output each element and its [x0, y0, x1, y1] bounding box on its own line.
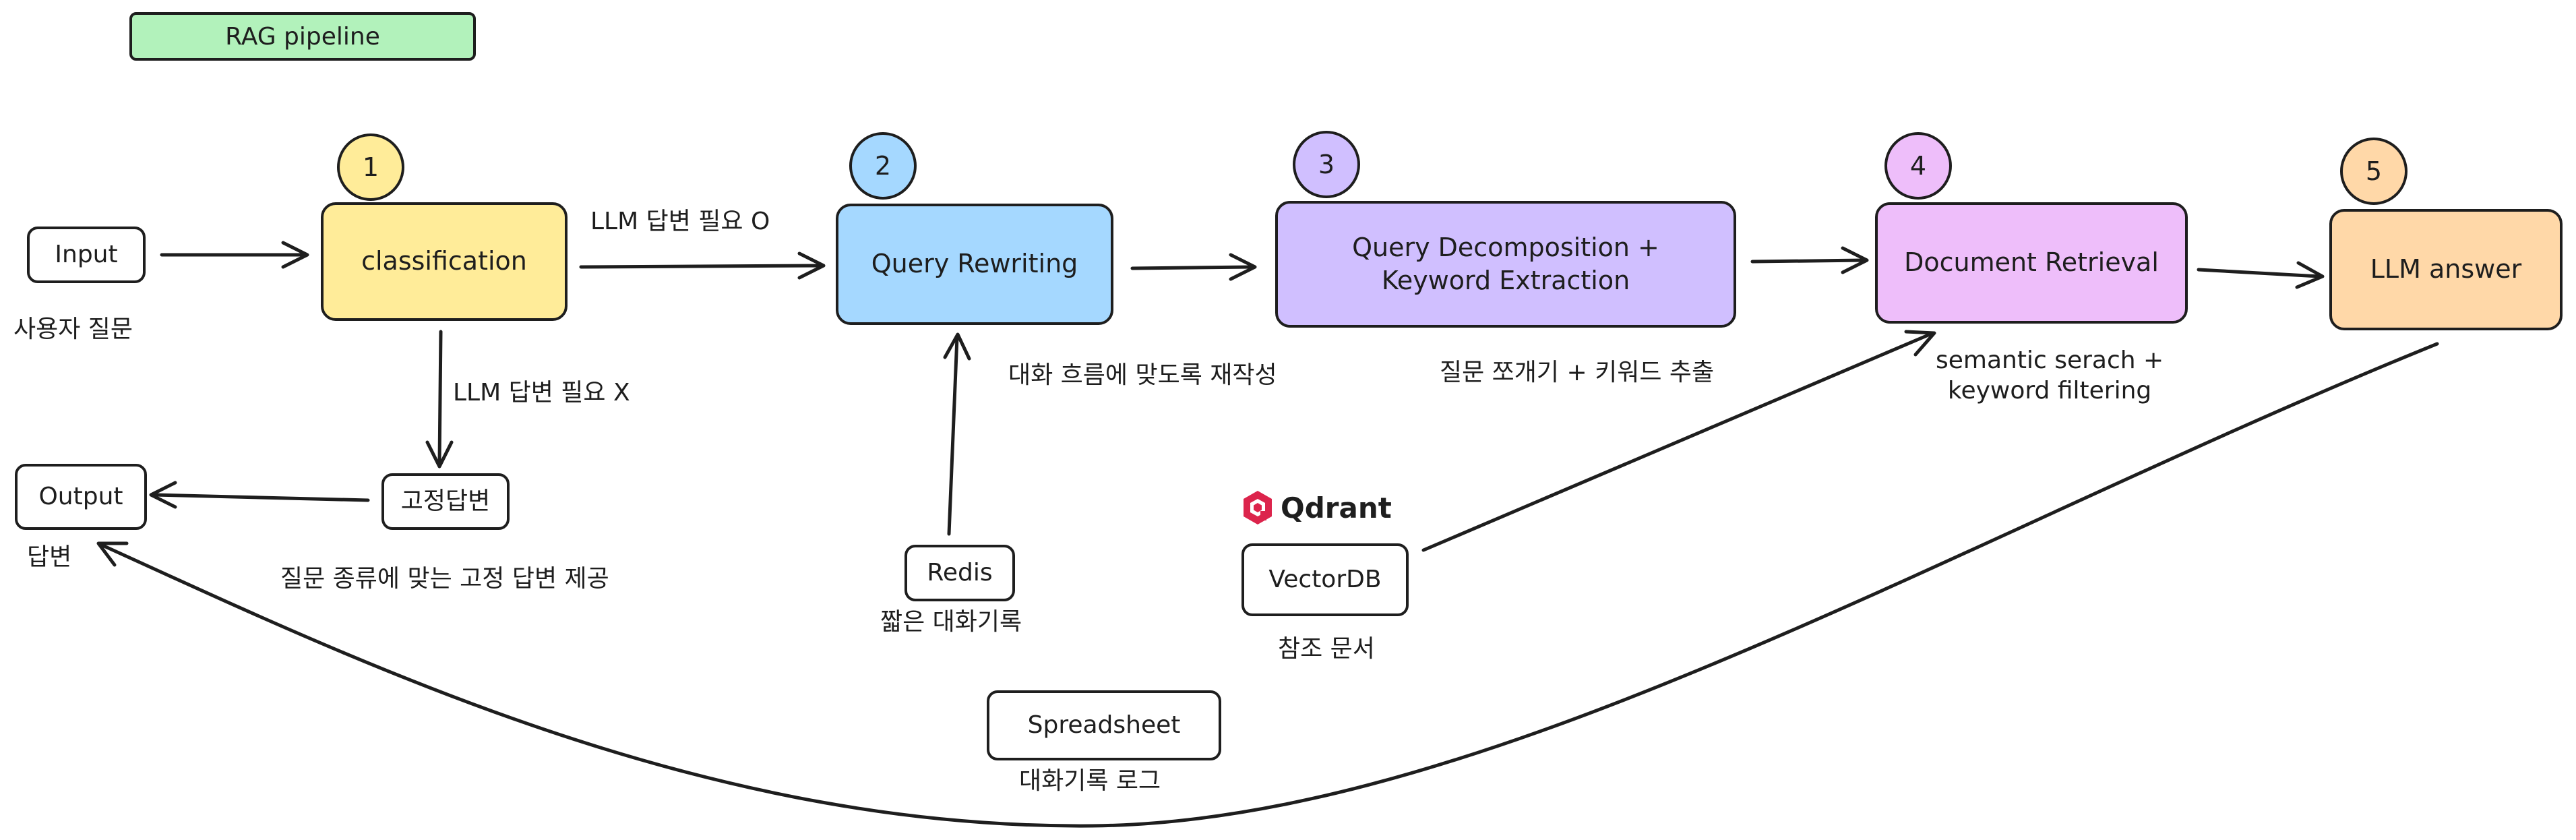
diagram-title: RAG pipeline — [129, 12, 476, 61]
spreadsheet-node: Spreadsheet — [987, 690, 1221, 760]
stage-2-badge: 2 — [849, 132, 917, 200]
edge-label-llm-needed-yes: LLM 답변 필요 O — [590, 208, 770, 235]
output-caption: 답변 — [27, 543, 72, 571]
arrow-rewriting-to-decomposition — [1130, 253, 1257, 281]
vectordb-caption: 참조 문서 — [1278, 635, 1375, 663]
redis-node: Redis — [904, 545, 1015, 601]
arrow-fixed-answer-to-output — [149, 481, 370, 509]
arrow-decomposition-to-retrieval — [1750, 246, 1869, 274]
query-decomposition-label-line1: Query Decomposition + — [1352, 232, 1659, 262]
arrow-llm-answer-to-output — [96, 342, 2439, 828]
input-caption: 사용자 질문 — [13, 316, 133, 343]
arrow-input-to-classification — [160, 241, 309, 269]
arrow-retrieval-to-llm-answer — [2197, 261, 2325, 289]
document-retrieval-caption-line2: keyword filtering — [1947, 377, 2152, 404]
arrow-vectordb-to-retrieval — [1421, 330, 1936, 552]
query-rewriting-caption: 대화 흐름에 맞도록 재작성 — [1008, 361, 1277, 389]
qdrant-logo: Qdrant — [1241, 489, 1392, 526]
spreadsheet-caption: 대화기록 로그 — [1019, 767, 1161, 795]
stage-5-badge: 5 — [2340, 138, 2408, 205]
stage-3-badge: 3 — [1293, 131, 1360, 198]
query-rewriting-node: Query Rewriting — [836, 204, 1113, 325]
arrow-classification-to-fixed-answer — [425, 330, 454, 469]
qdrant-logo-icon — [1244, 491, 1272, 524]
edge-label-llm-needed-no: LLM 답변 필요 X — [453, 379, 630, 407]
fixed-answer-caption: 질문 종류에 맞는 고정 답변 제공 — [280, 565, 609, 593]
query-decomposition-node: Query Decomposition + Keyword Extraction — [1275, 201, 1736, 328]
arrow-classification-to-rewriting — [579, 251, 826, 280]
stage-1-badge: 1 — [337, 133, 404, 201]
document-retrieval-caption-line1: semantic serach + — [1936, 347, 2164, 374]
vectordb-node: VectorDB — [1241, 543, 1409, 616]
query-decomposition-label-line2: Keyword Extraction — [1381, 266, 1630, 295]
document-retrieval-caption: semantic serach + keyword filtering — [1936, 345, 2164, 406]
llm-answer-node: LLM answer — [2329, 209, 2563, 330]
input-node: Input — [27, 227, 146, 283]
classification-node: classification — [321, 202, 568, 321]
redis-caption: 짧은 대화기록 — [880, 608, 1022, 636]
query-decomposition-caption: 질문 쪼개기 + 키워드 추출 — [1440, 359, 1715, 386]
fixed-answer-node: 고정답변 — [381, 473, 510, 530]
stage-4-badge: 4 — [1884, 132, 1952, 200]
output-node: Output — [15, 464, 147, 530]
qdrant-logo-text: Qdrant — [1281, 491, 1392, 524]
document-retrieval-node: Document Retrieval — [1875, 202, 2188, 324]
arrow-redis-to-rewriting — [943, 332, 971, 536]
